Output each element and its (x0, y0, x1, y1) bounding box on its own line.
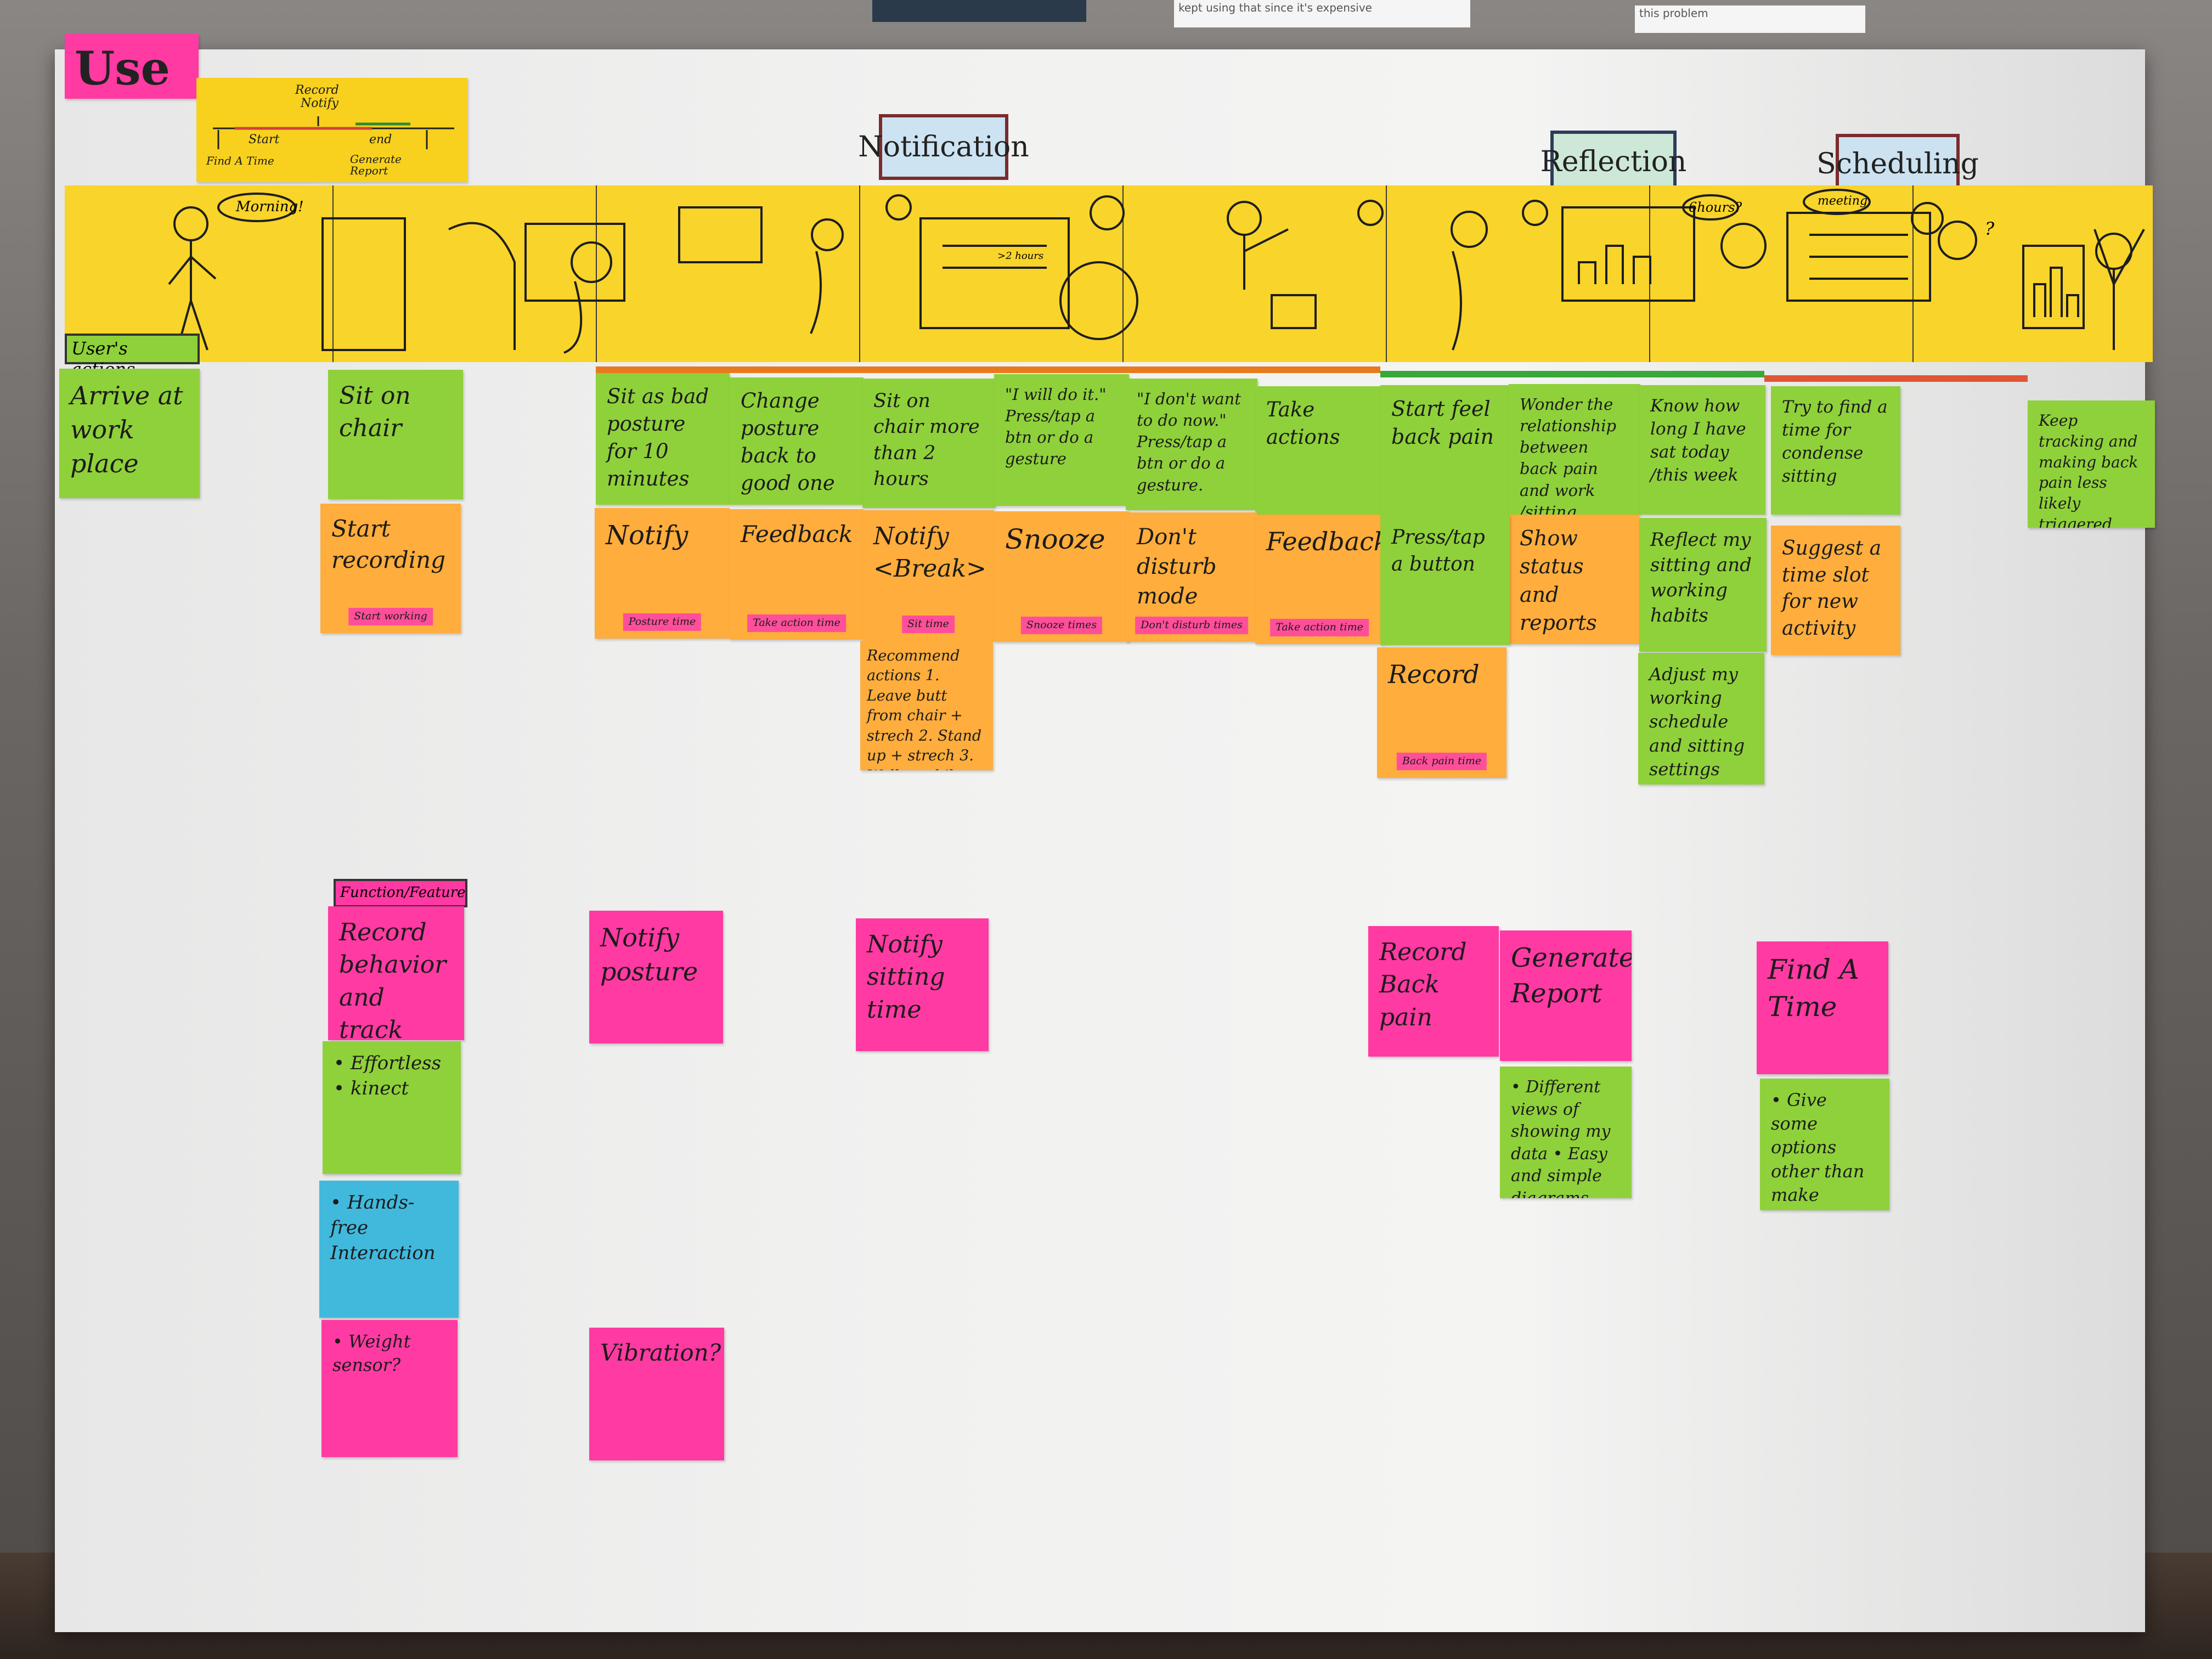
section-underline-orange (596, 366, 1380, 373)
metric-tag: Snooze times (1020, 617, 1103, 634)
feature-note: Notify posture (589, 911, 723, 1043)
feature-detail-note: • Hands-free Interaction (319, 1181, 459, 1318)
pinned-paper-2: this problem (1635, 5, 1865, 33)
user-action-note: Sit on chair (328, 370, 463, 499)
metric-tag: Posture time (623, 613, 702, 631)
system-response-text: Start recording (331, 515, 446, 573)
speech-6-hours: 6hours? (1689, 200, 1742, 215)
user-action-note: Arrive at work place (59, 369, 200, 498)
system-response-note: Suggest a time slot for new activity (1771, 526, 1900, 655)
storyboard-frame (597, 185, 860, 362)
storyboard-sketches (168, 189, 2145, 354)
feature-detail-note: • Different views of showing my data • E… (1500, 1066, 1632, 1198)
user-action-note: Sit on chair more than 2 hours (862, 379, 995, 508)
user-action-note: Reflect my sitting and working habits (1639, 518, 1767, 652)
user-action-note: Try to find a time for condense sitting (1771, 386, 1900, 515)
system-response-text: Feedback (741, 521, 853, 548)
timeline-note: Record Notify Start end Find A Time Gene… (196, 78, 467, 182)
title-note: Use (65, 34, 199, 99)
timeline-sketch (213, 116, 454, 149)
system-response-text: Notify <Break> (873, 522, 987, 583)
system-response-note: Don't disturb mode Don't disturb times (1126, 512, 1257, 642)
metric-tag: Take action time (747, 614, 846, 632)
system-response-note: Notify <Break> Sit time (862, 510, 994, 641)
feature-note: Find A Time (1757, 941, 1888, 1074)
system-response-note: Feedback Take action time (730, 509, 864, 640)
system-response-text: Show status and reports (1520, 526, 1597, 635)
system-response-note: Record Back pain time (1377, 647, 1506, 778)
system-response-text: Notify (606, 520, 689, 551)
wall-poster (872, 0, 1086, 22)
feature-detail-note: • Weight sensor? (321, 1320, 458, 1457)
timeline-label-find-a-time: Find A Time (206, 154, 274, 167)
system-response-text: Suggest a time slot for new activity (1782, 537, 1882, 640)
speech-morning: Morning! (236, 199, 304, 215)
metric-tag: Take action time (1270, 619, 1369, 636)
function-feature-label: Function/Feature (334, 879, 467, 907)
system-response-note: Start recording Start working (320, 504, 461, 633)
user-action-note: Keep tracking and making back pain less … (2028, 400, 2155, 528)
speech-over-2-hours: >2 hours (997, 250, 1044, 262)
section-label-reflection: Reflection (1541, 131, 1686, 193)
feature-note: Record behavior and track (328, 906, 464, 1040)
storyboard-frame (1124, 185, 1387, 362)
metric-tag: Don't disturb times (1135, 617, 1248, 634)
timeline-label-notify: Notify (301, 97, 338, 110)
metric-tag: Back pain time (1396, 753, 1487, 770)
section-underline-green (1380, 371, 1764, 377)
system-response-note: Notify Posture time (595, 508, 730, 639)
user-action-note: "I don't want to do now." Press/tap a bt… (1126, 379, 1257, 510)
section-label-notification: Notification (858, 114, 1029, 180)
pinned-paper-1: kept using that since it's expensive (1174, 0, 1470, 27)
system-response-text: Record (1388, 659, 1480, 689)
user-action-note: Change posture back to good one (730, 377, 864, 505)
section-underline-red (1764, 375, 2028, 382)
speech-question: ? (1985, 218, 1995, 239)
storyboard-frame (860, 185, 1124, 362)
storyboard-frame (334, 185, 597, 362)
feature-detail-note: • Effortless • kinect (323, 1041, 461, 1174)
system-response-note: Snooze Snooze times (994, 511, 1129, 642)
timeline-label-start: Start (249, 133, 280, 146)
feature-note: Notify sitting time (856, 918, 989, 1051)
metric-tag: Sit time (902, 616, 955, 633)
user-action-note: Wonder the relationship between back pai… (1509, 384, 1640, 515)
system-response-text: Feedback (1266, 527, 1384, 556)
user-action-note: Adjust my working schedule and sitting s… (1638, 653, 1764, 785)
feature-note: Generate Report (1500, 930, 1632, 1061)
user-action-note: Take actions (1255, 386, 1384, 515)
storyboard-strip: Morning! >2 hours 6hours? meeting ? (65, 185, 2153, 373)
users-actions-label: User's actions (65, 334, 200, 380)
recommend-actions-note: Recommend actions 1. Leave butt from cha… (860, 641, 993, 770)
metric-tag: Start working (348, 608, 433, 625)
feature-detail-note: Vibration? (589, 1328, 724, 1460)
user-action-note: "I will do it." Press/tap a btn or do a … (994, 374, 1129, 506)
user-action-note: Sit as bad posture for 10 minutes (596, 373, 730, 505)
system-response-text: Snooze (1005, 523, 1105, 555)
user-action-note: Press/tap a button (1380, 515, 1510, 645)
user-action-note: Start feel back pain (1380, 385, 1510, 515)
timeline-label-end: end (369, 133, 392, 146)
timeline-label-record: Record (295, 83, 339, 97)
system-response-note: Feedback Take action time (1255, 515, 1384, 644)
timeline-label-generate-report: Generate Report (350, 153, 402, 177)
system-response-note: Show status and reports (1509, 515, 1639, 644)
feature-note: Record Back pain (1368, 926, 1499, 1057)
system-response-text: Don't disturb mode (1137, 524, 1217, 609)
user-action-note: Know how long I have sat today /this wee… (1639, 385, 1765, 515)
speech-meeting: meeting (1818, 194, 1868, 208)
feature-detail-note: • Give some options other than make deci… (1760, 1079, 1889, 1210)
